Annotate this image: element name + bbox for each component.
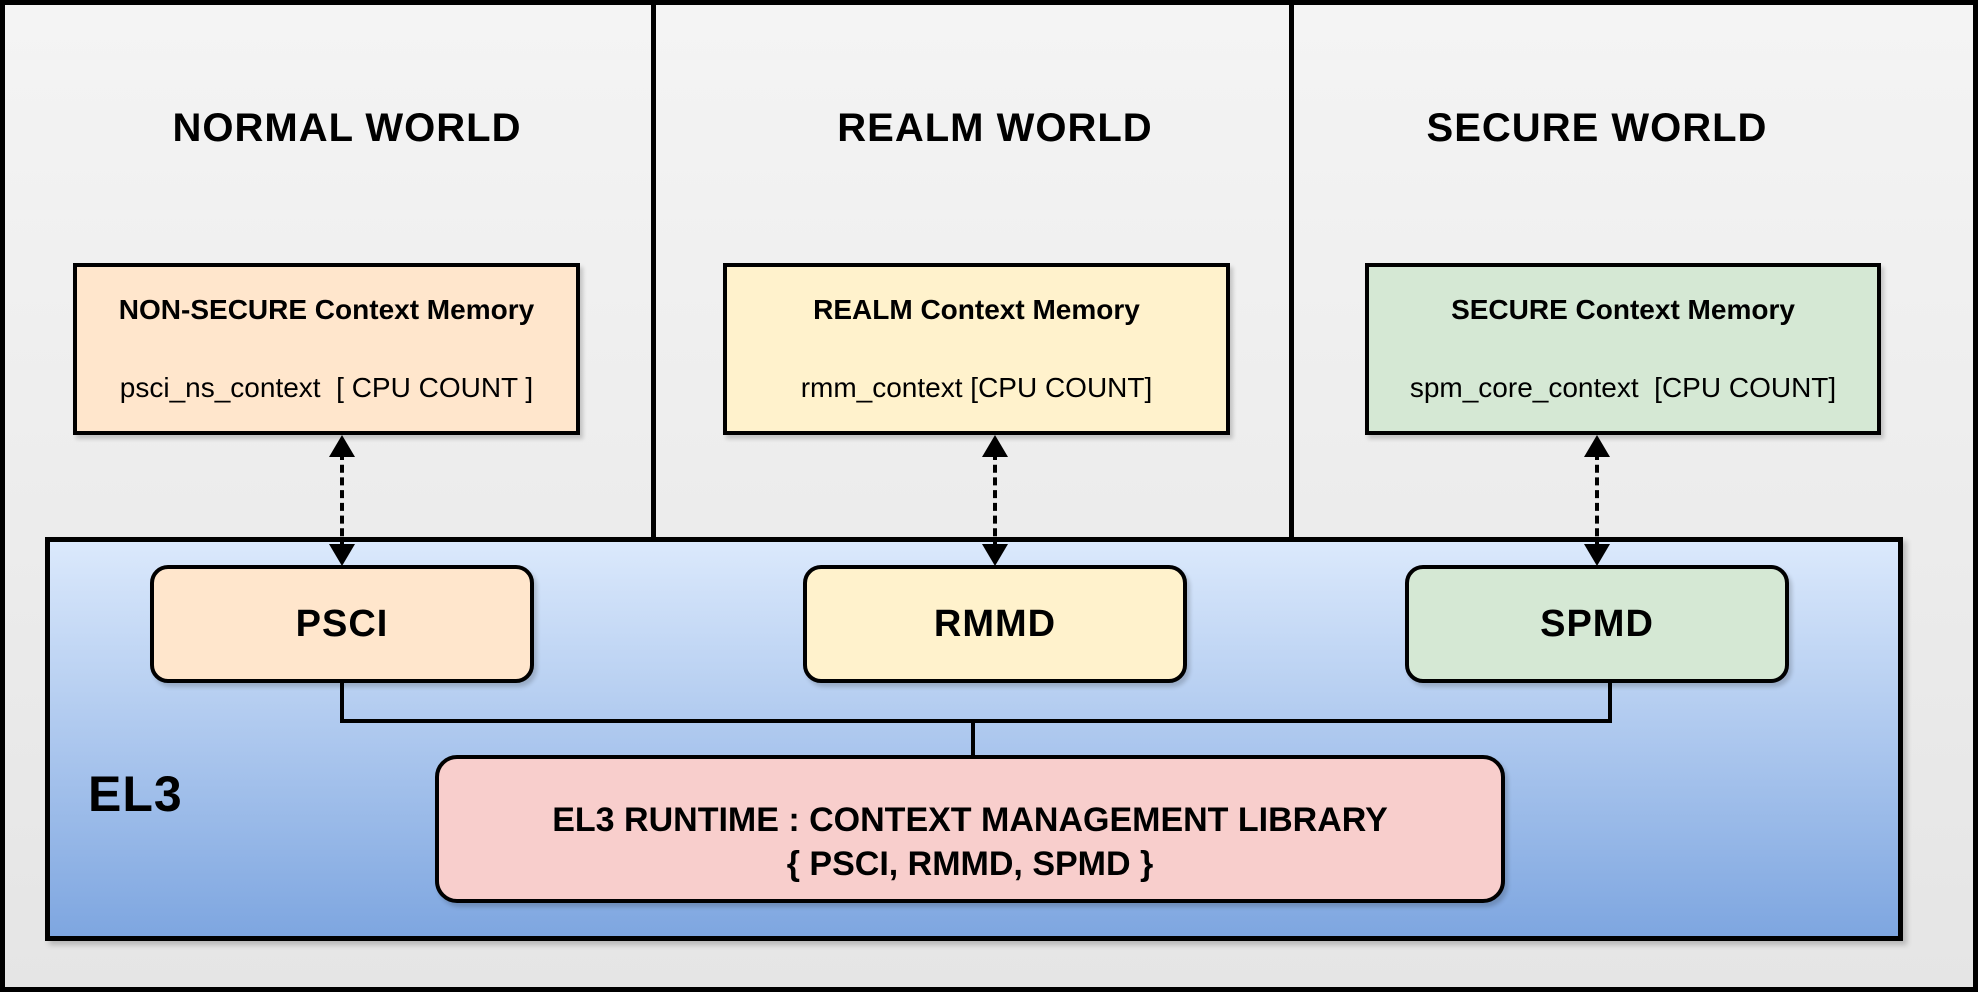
runtime-connector-bus bbox=[340, 719, 1612, 723]
non-secure-memory-psci-arrow bbox=[328, 435, 356, 566]
arrow-up-icon bbox=[329, 435, 355, 457]
el3-runtime-library-box: EL3 RUNTIME : CONTEXT MANAGEMENT LIBRARY… bbox=[435, 755, 1505, 903]
secure-memory-spmd-arrow bbox=[1583, 435, 1611, 566]
el3-runtime-library-line1: EL3 RUNTIME : CONTEXT MANAGEMENT LIBRARY bbox=[552, 801, 1388, 839]
rmm-context-variable: rmm_context [CPU COUNT] bbox=[800, 372, 1153, 403]
el3-label: EL3 bbox=[88, 766, 183, 822]
secure-context-memory-box: SECURE Context Memory spm_core_context [… bbox=[1365, 263, 1881, 435]
psci-module-box: PSCI bbox=[150, 565, 534, 683]
spmd-runtime-connector bbox=[1608, 683, 1612, 723]
non-secure-context-memory-title: NON-SECURE Context Memory bbox=[118, 294, 535, 325]
arrow-down-icon bbox=[329, 544, 355, 566]
rmmd-module-box: RMMD bbox=[803, 565, 1187, 683]
world-separator-normal-realm bbox=[651, 5, 656, 542]
psci-ns-context-variable: psci_ns_context [ CPU COUNT ] bbox=[119, 372, 534, 403]
secure-context-memory-title: SECURE Context Memory bbox=[1451, 294, 1795, 325]
dashed-arrow-shaft bbox=[993, 452, 997, 549]
psci-runtime-connector bbox=[340, 683, 344, 723]
bus-runtime-connector bbox=[971, 719, 975, 759]
dashed-arrow-shaft bbox=[340, 452, 344, 549]
spmd-module-box: SPMD bbox=[1405, 565, 1789, 683]
spm-core-context-variable: spm_core_context [CPU COUNT] bbox=[1409, 372, 1837, 403]
realm-context-memory-title: REALM Context Memory bbox=[813, 294, 1140, 325]
el3-runtime-library-line2: { PSCI, RMMD, SPMD } bbox=[786, 845, 1154, 883]
arrow-up-icon bbox=[982, 435, 1008, 457]
realm-context-memory-box: REALM Context Memory rmm_context [CPU CO… bbox=[723, 263, 1230, 435]
non-secure-context-memory-box: NON-SECURE Context Memory psci_ns_contex… bbox=[73, 263, 580, 435]
normal-world-title: NORMAL WORLD bbox=[172, 106, 522, 150]
world-separator-realm-secure bbox=[1289, 5, 1294, 542]
secure-world-title: SECURE WORLD bbox=[1426, 106, 1768, 150]
arrow-down-icon bbox=[982, 544, 1008, 566]
realm-memory-rmmd-arrow bbox=[981, 435, 1009, 566]
dashed-arrow-shaft bbox=[1595, 452, 1599, 549]
arrow-down-icon bbox=[1584, 544, 1610, 566]
realm-world-title: REALM WORLD bbox=[837, 106, 1153, 150]
arrow-up-icon bbox=[1584, 435, 1610, 457]
